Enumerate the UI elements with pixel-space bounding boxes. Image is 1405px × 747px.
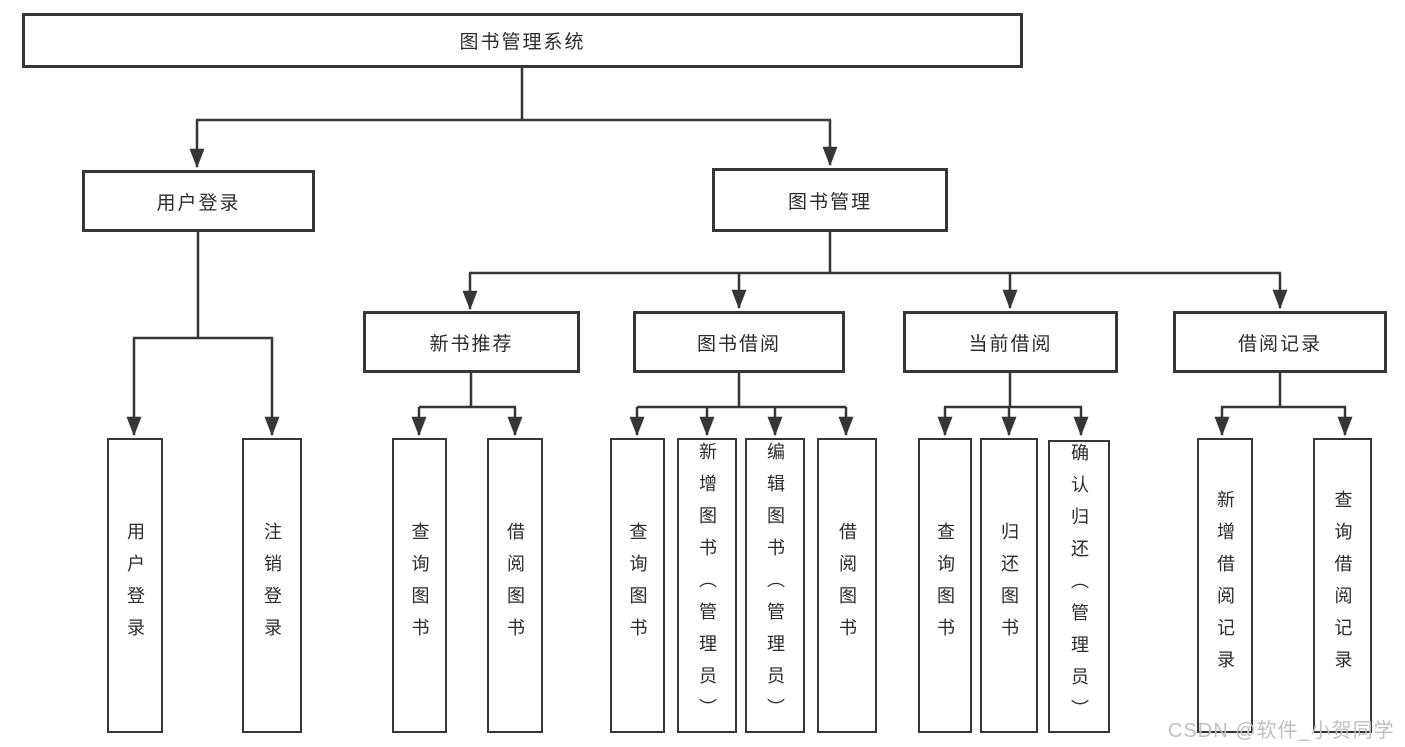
leaf-add-borrow-record: 新增借阅记录 bbox=[1197, 438, 1253, 733]
leaf-borrow-books-2: 借阅图书 bbox=[817, 438, 877, 733]
csdn-watermark: CSDN @软件_小贺同学 bbox=[1168, 720, 1395, 742]
leaf-query-borrow-record: 查询借阅记录 bbox=[1313, 438, 1372, 733]
leaf-borrow-books-1: 借阅图书 bbox=[487, 438, 543, 733]
node-user-login: 用户登录 bbox=[82, 170, 315, 232]
leaf-borrow-books-2-label: 借阅图书 bbox=[837, 521, 857, 650]
leaf-add-book-admin: 新增图书（管理员） bbox=[677, 438, 737, 733]
node-borrow-records: 借阅记录 bbox=[1173, 311, 1387, 373]
node-book-borrow: 图书借阅 bbox=[633, 311, 845, 373]
leaf-add-book-admin-label: 新增图书（管理员） bbox=[697, 441, 717, 730]
leaf-logout: 注销登录 bbox=[242, 438, 302, 733]
node-book-borrow-label: 图书借阅 bbox=[696, 333, 781, 355]
node-borrow-records-label: 借阅记录 bbox=[1237, 333, 1322, 355]
leaf-query-books-2-label: 查询图书 bbox=[627, 521, 648, 650]
leaf-confirm-return-admin-label: 确认归还（管理员） bbox=[1069, 442, 1089, 731]
node-root-label: 图书管理系统 bbox=[459, 32, 586, 53]
node-user-login-label: 用户登录 bbox=[156, 192, 241, 214]
node-book-management: 图书管理 bbox=[712, 168, 948, 232]
node-book-management-label: 图书管理 bbox=[787, 191, 872, 213]
leaf-borrow-books-1-label: 借阅图书 bbox=[505, 521, 525, 650]
leaf-query-books-1-label: 查询图书 bbox=[409, 521, 430, 650]
leaf-user-login: 用户登录 bbox=[107, 438, 163, 733]
leaf-logout-label: 注销登录 bbox=[262, 521, 282, 650]
node-current-borrow: 当前借阅 bbox=[903, 311, 1118, 373]
leaf-query-books-1: 查询图书 bbox=[392, 438, 447, 733]
node-current-borrow-label: 当前借阅 bbox=[968, 333, 1053, 355]
node-new-book-recommend-label: 新书推荐 bbox=[429, 333, 514, 355]
leaf-return-book: 归还图书 bbox=[980, 438, 1038, 733]
leaf-edit-book-admin-label: 编辑图书（管理员） bbox=[765, 441, 785, 730]
leaf-return-book-label: 归还图书 bbox=[999, 521, 1019, 650]
leaf-query-books-3-label: 查询图书 bbox=[935, 521, 955, 650]
leaf-add-borrow-record-label: 新增借阅记录 bbox=[1215, 489, 1235, 682]
leaf-query-books-3: 查询图书 bbox=[918, 438, 972, 733]
leaf-query-borrow-record-label: 查询借阅记录 bbox=[1332, 489, 1353, 682]
node-new-book-recommend: 新书推荐 bbox=[363, 311, 580, 373]
node-root: 图书管理系统 bbox=[22, 13, 1023, 68]
leaf-edit-book-admin: 编辑图书（管理员） bbox=[745, 438, 805, 733]
leaf-confirm-return-admin: 确认归还（管理员） bbox=[1048, 440, 1110, 733]
leaf-query-books-2: 查询图书 bbox=[610, 438, 665, 733]
leaf-user-login-label: 用户登录 bbox=[125, 521, 145, 650]
